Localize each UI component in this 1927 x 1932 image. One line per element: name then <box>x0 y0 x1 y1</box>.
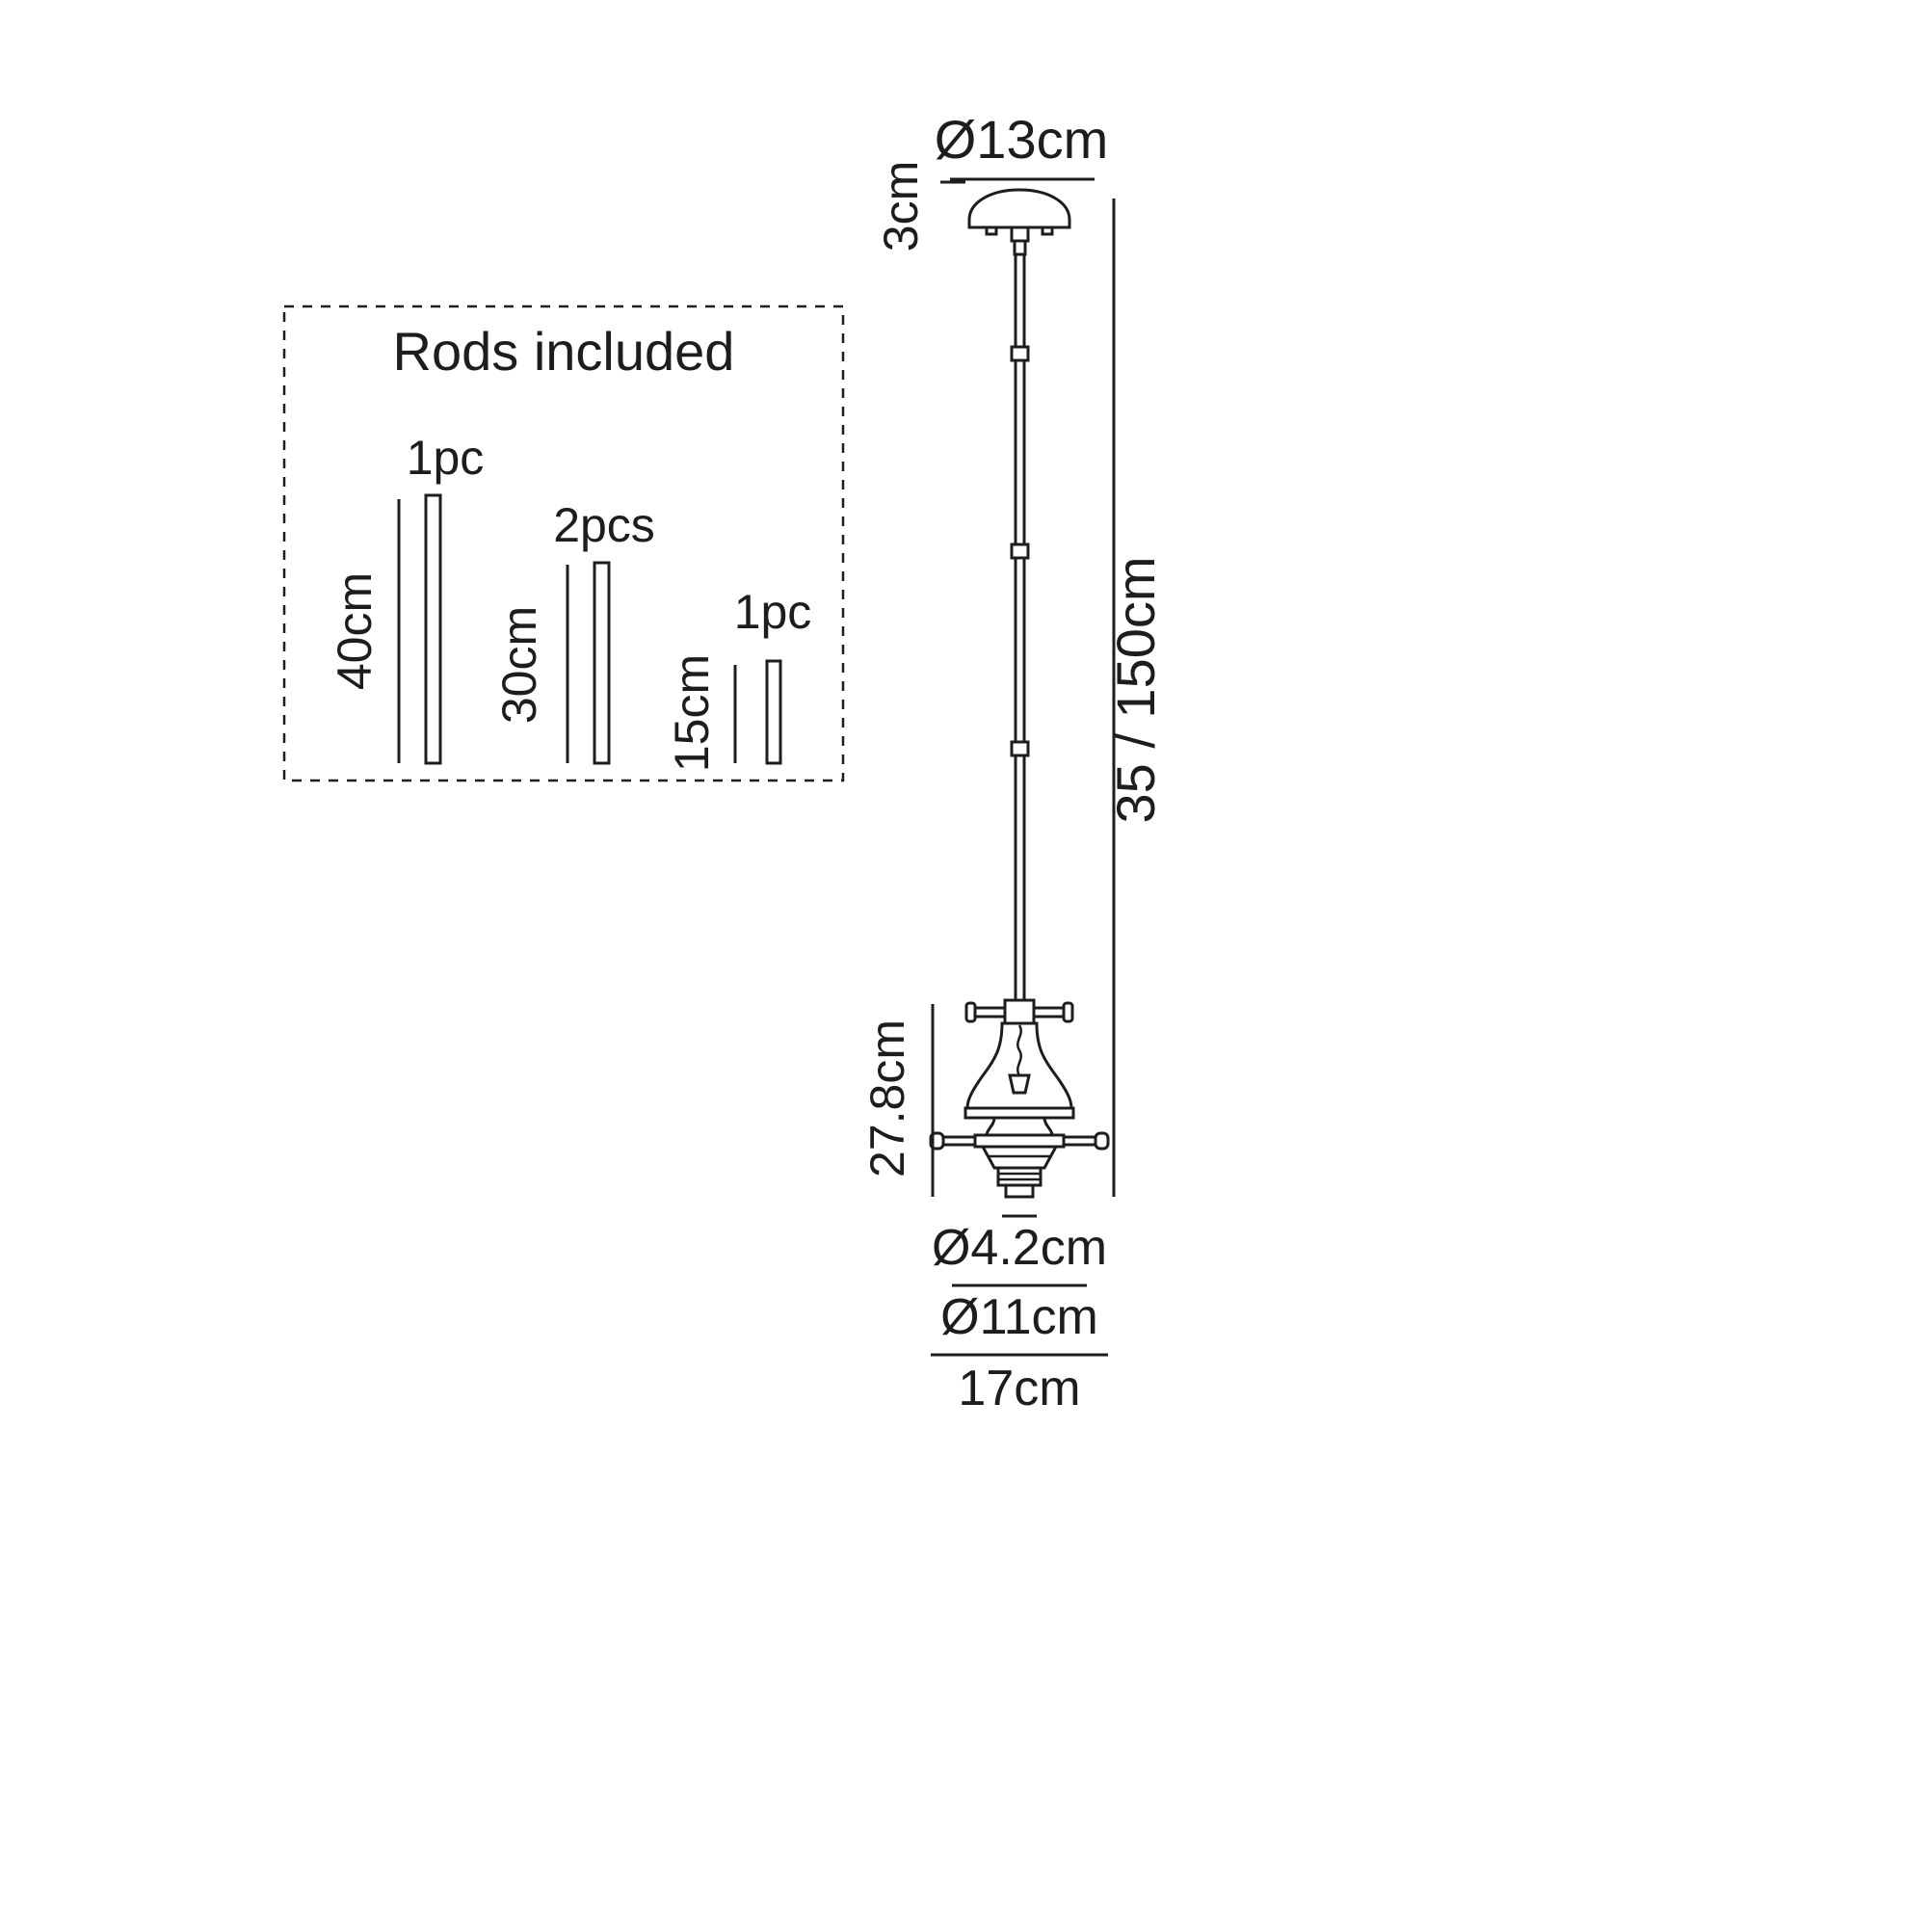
rod-15cm-rod <box>765 659 782 765</box>
lampholder-drawing <box>929 998 1110 1199</box>
rod-joint-3 <box>1010 740 1030 757</box>
holder-thumbscrew-right-cap <box>1062 1001 1074 1023</box>
rods-included-box: Rods included 1pc 40cm 2pcs 30cm 1pc 15 <box>282 304 845 782</box>
canopy-diameter-label: Ø13cm <box>935 109 1109 170</box>
rod-40cm-length-label: 40cm <box>328 572 382 690</box>
holder-side-screw-right-knob <box>1094 1131 1110 1151</box>
rods-box-title: Rods included <box>393 321 735 382</box>
holder-thumbscrew-left-cap <box>964 1001 977 1023</box>
holder-side-screw-left <box>940 1135 979 1147</box>
holder-ring <box>973 1133 1066 1149</box>
canopy-drawing <box>967 188 1071 256</box>
rod-30cm-group: 2pcs 30cm <box>492 498 655 765</box>
holder-urn-neck <box>985 1116 1054 1137</box>
drop-range-label: 35 / 150cm <box>1105 556 1166 823</box>
rod-15cm-group: 1pc 15cm <box>665 585 811 772</box>
ring-diameter-label: Ø11cm <box>940 1289 1098 1345</box>
canopy-screw-right <box>1041 225 1054 236</box>
holder-height-label: 27.8cm <box>860 1019 914 1178</box>
rod-joint-1 <box>1010 345 1030 362</box>
holder-thumbscrew-right <box>1032 1006 1067 1019</box>
canopy-height-label: 3cm <box>874 161 928 251</box>
holder-thumbscrew-left <box>972 1006 1007 1019</box>
holder-knuckle <box>1003 998 1036 1025</box>
holder-cylinder <box>996 1166 1043 1187</box>
bottom-dimensions: Ø4.2cm Ø11cm 17cm <box>931 1214 1108 1416</box>
holder-bottom-nub <box>1004 1183 1035 1199</box>
pendant-rod-drawing <box>1010 252 1030 1002</box>
rod-40cm-rod <box>424 493 442 765</box>
rod-15cm-qty-label: 1pc <box>734 585 812 639</box>
rods-box-dashed-border <box>282 304 845 782</box>
rod-30cm-length-label: 30cm <box>492 606 546 724</box>
canopy-screw-left <box>985 225 998 236</box>
holder-inner-cable <box>1016 1024 1022 1076</box>
rod-30cm-rod <box>593 561 611 765</box>
suspension-rod <box>1014 252 1026 1002</box>
thread-diameter-label: Ø4.2cm <box>932 1220 1107 1276</box>
holder-inner-socket <box>1008 1073 1031 1095</box>
rod-15cm-length-label: 15cm <box>665 654 719 772</box>
canopy-stem <box>1010 225 1030 243</box>
max-width-label: 17cm <box>958 1361 1080 1416</box>
canopy-dome <box>967 188 1071 229</box>
rod-40cm-qty-label: 1pc <box>407 431 485 485</box>
rod-joint-2 <box>1010 543 1030 560</box>
holder-side-screw-right <box>1060 1135 1098 1147</box>
rod-30cm-qty-label: 2pcs <box>553 498 655 552</box>
canopy-coupler <box>1013 239 1027 256</box>
rod-40cm-group: 1pc 40cm <box>328 431 485 765</box>
